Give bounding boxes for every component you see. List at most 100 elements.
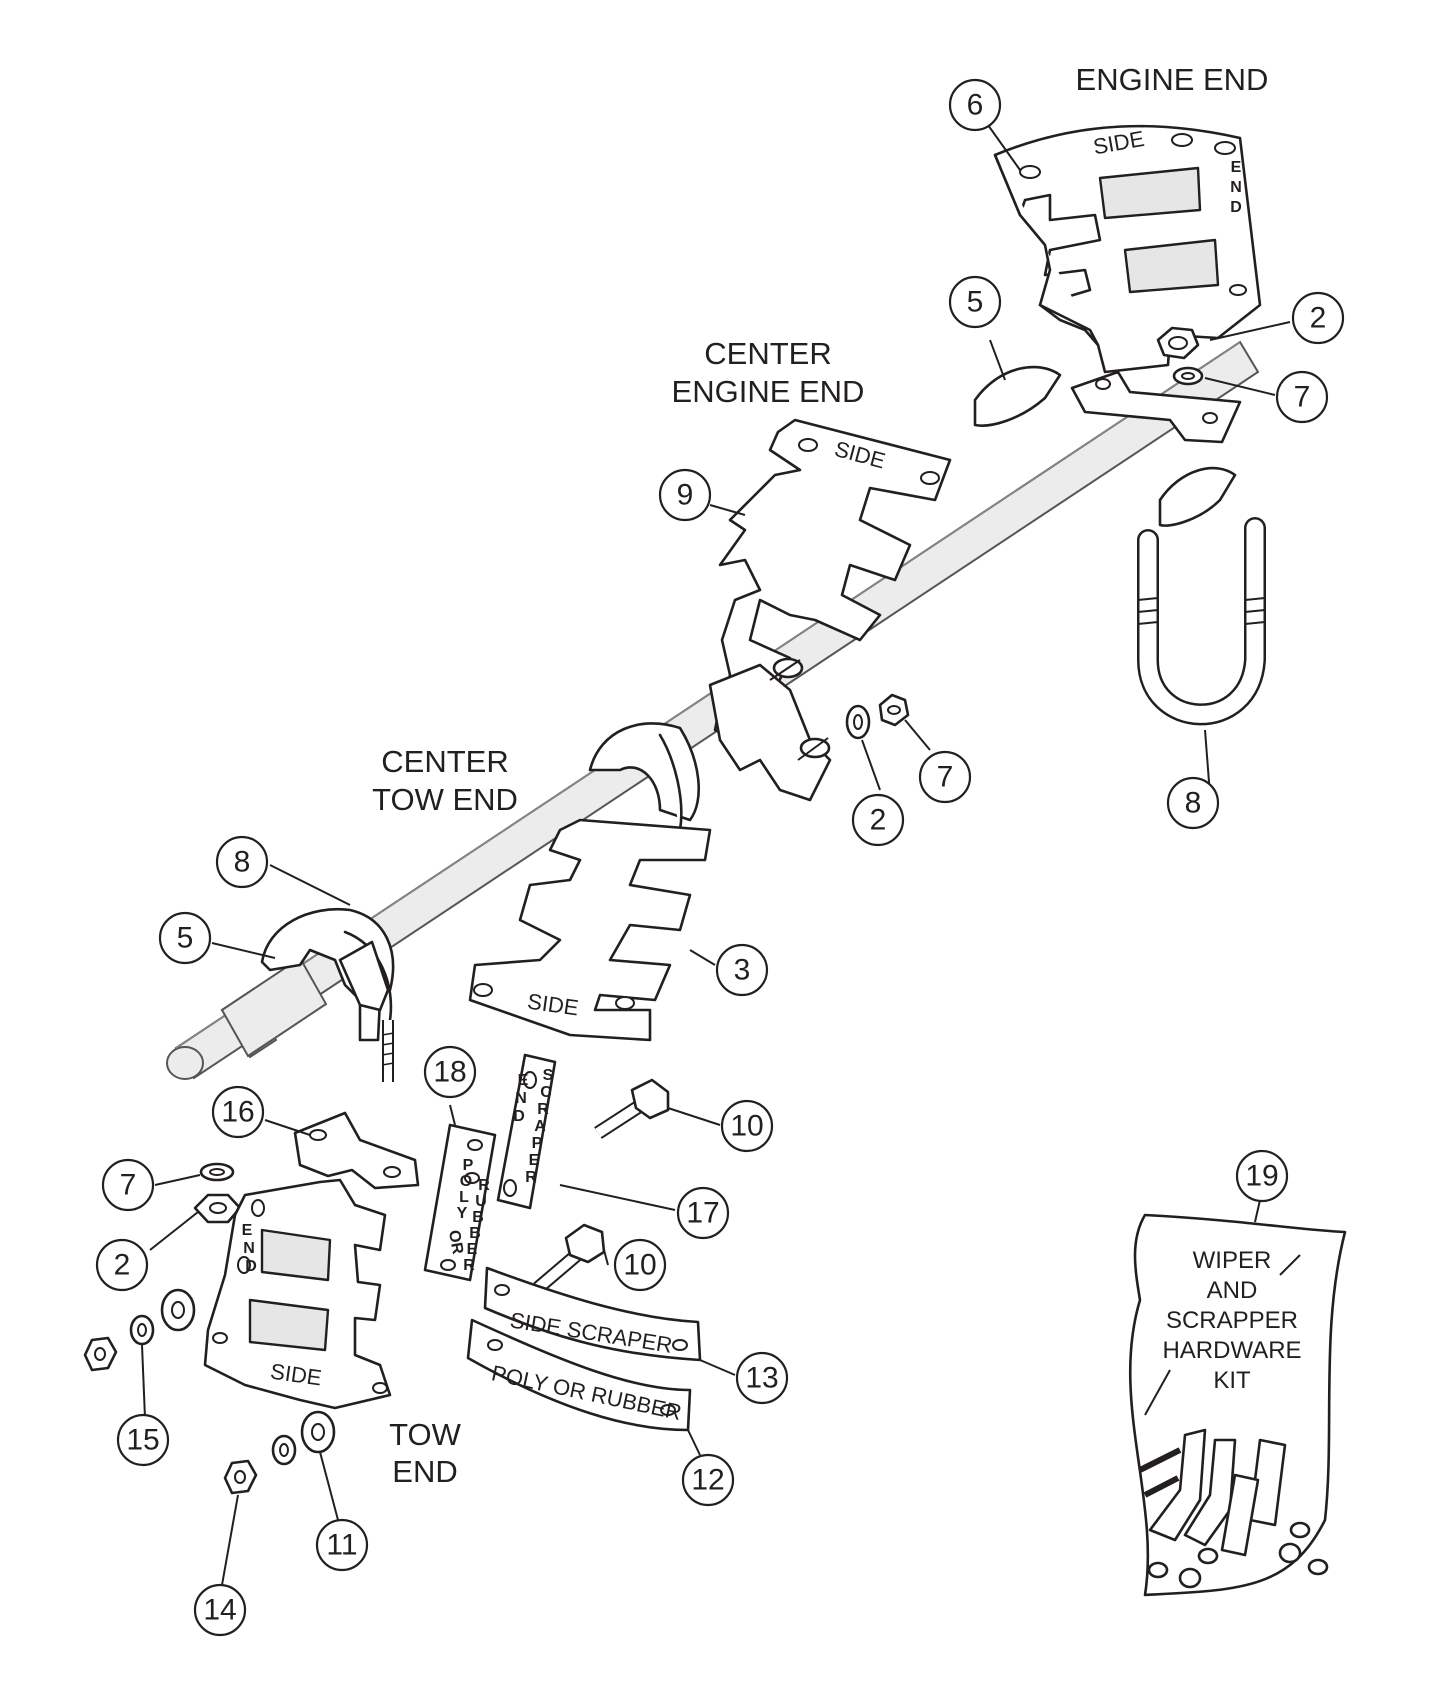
kit-line-4: HARDWARE [1162,1337,1301,1364]
callout-7-center: 7 [918,750,972,804]
leader-lines [141,124,1291,1586]
callout-7-tow-label: 7 [120,1169,137,1202]
kit-line-5: KIT [1213,1367,1251,1394]
callout-16: 16 [211,1085,265,1139]
kit-line-1: WIPER [1193,1247,1272,1274]
scraper-end-letter-n: N [515,1090,527,1107]
end-scraper-plate: E N D S C R A P E R [496,1053,557,1210]
scraper-letter-e2: E [529,1152,540,1169]
tow-end-top-washer-nut [193,1162,242,1224]
tow-end-wiper-bracket: SIDE E N D [203,1178,392,1410]
callout-15: 15 [116,1413,170,1467]
callout-7-engine-label: 7 [1294,381,1311,414]
callout-14: 14 [193,1583,247,1637]
callout-9-label: 9 [677,479,694,512]
callout-5-engine: 5 [948,275,1002,329]
callout-15-label: 15 [126,1424,159,1457]
callout-8-tow-label: 8 [234,846,251,879]
engine-end-half-shells [973,365,1237,527]
callout-7-tow: 7 [101,1158,155,1212]
center-washer-nut [845,693,910,740]
callout-10-upper-label: 10 [730,1110,763,1143]
callout-10-lower: 10 [613,1238,667,1292]
rubber-letter-e: E [467,1241,478,1258]
callout-2-center-label: 2 [870,804,887,837]
kit-line-3: SCRAPPER [1166,1307,1298,1334]
label-tow-end-1: TOW [389,1417,461,1452]
callout-8-tow: 8 [215,835,269,889]
callout-8-engine: 8 [1166,776,1220,830]
label-center-engine-end-1: CENTER [704,336,831,371]
label-center-tow-end-2: TOW END [372,782,518,817]
callout-2-engine-label: 2 [1310,302,1327,335]
callout-5-engine-label: 5 [967,286,984,319]
rubber-letter-r: R [478,1177,490,1194]
engine-end-u-bolt [1137,517,1266,726]
callout-13: 13 [735,1351,789,1405]
callout-6-label: 6 [967,89,984,122]
callout-18: 18 [423,1045,477,1099]
engine-end-wiper-bracket: SIDE E N D [993,124,1262,374]
callout-7-center-label: 7 [937,761,954,794]
lock-washer-15-set [129,1314,297,1466]
rubber-letter-r2: R [463,1257,475,1274]
nut-14-set [83,1336,258,1495]
callout-10-upper: 10 [720,1099,774,1153]
scraper-letter-s: S [543,1067,554,1084]
callout-11: 11 [315,1518,369,1572]
tow-end-end-letter-n: N [243,1240,255,1257]
label-center-engine-end-2: ENGINE END [672,374,865,409]
callout-14-label: 14 [203,1594,236,1627]
center-clamp [708,657,832,802]
callout-5-tow-label: 5 [177,922,194,955]
center-tow-end-half-shell [588,722,700,832]
tow-end-end-letter-d: D [245,1258,257,1275]
callout-2-center: 2 [851,793,905,847]
callout-2-engine: 2 [1291,291,1345,345]
callout-9: 9 [658,468,712,522]
rubber-letter-b2: B [469,1225,481,1242]
tow-end-end-letter-e: E [242,1222,253,1239]
callout-8-engine-label: 8 [1185,787,1202,820]
engine-end-end-letter-d: D [1230,199,1242,216]
callout-19-label: 19 [1245,1160,1278,1193]
scraper-end-letter-d: D [513,1108,525,1125]
poly-letter-l: L [459,1189,469,1206]
callout-12: 12 [681,1453,735,1507]
scraper-letter-a: A [534,1118,546,1135]
label-tow-end-2: END [392,1454,457,1489]
callout-12-label: 12 [691,1464,724,1497]
drive-shaft [166,340,1260,1080]
poly-letter-y: Y [457,1205,468,1222]
callout-17: 17 [676,1186,730,1240]
bolt-lower [533,1223,606,1294]
label-engine-end: ENGINE END [1076,62,1269,97]
engine-end-end-letter-e: E [1231,159,1242,176]
callout-2-tow-label: 2 [114,1249,131,1282]
center-tow-end-wiper-bracket: SIDE [468,818,712,1042]
callout-10-lower-label: 10 [623,1249,656,1282]
callout-18-label: 18 [433,1056,466,1089]
scraper-end-letter-e: E [518,1072,529,1089]
bolt-upper [594,1078,670,1139]
engine-end-clamp [1070,326,1242,444]
callout-17-label: 17 [686,1197,719,1230]
rubber-letter-u: U [475,1193,487,1210]
engine-end-end-letter-n: N [1230,179,1242,196]
tow-end-bolt-shaft [381,1020,395,1082]
callout-3-label: 3 [734,954,751,987]
label-center-tow-end-1: CENTER [381,744,508,779]
tow-end-u-clamp [260,907,395,1042]
callout-5-tow: 5 [158,911,212,965]
callout-11-label: 11 [326,1529,357,1562]
poly-or-stamp: OR [445,1229,466,1256]
tow-end-clamp-plate [293,1111,420,1190]
washer-11-set [160,1288,336,1454]
poly-letter-p: P [463,1157,474,1174]
scraper-letter-c: C [540,1084,552,1101]
hardware-kit-bag: WIPER AND SCRAPPER HARDWARE KIT [1128,1213,1347,1597]
callout-16-label: 16 [221,1096,254,1129]
scraper-letter-p: P [532,1135,543,1152]
scraper-letter-r: R [537,1101,549,1118]
